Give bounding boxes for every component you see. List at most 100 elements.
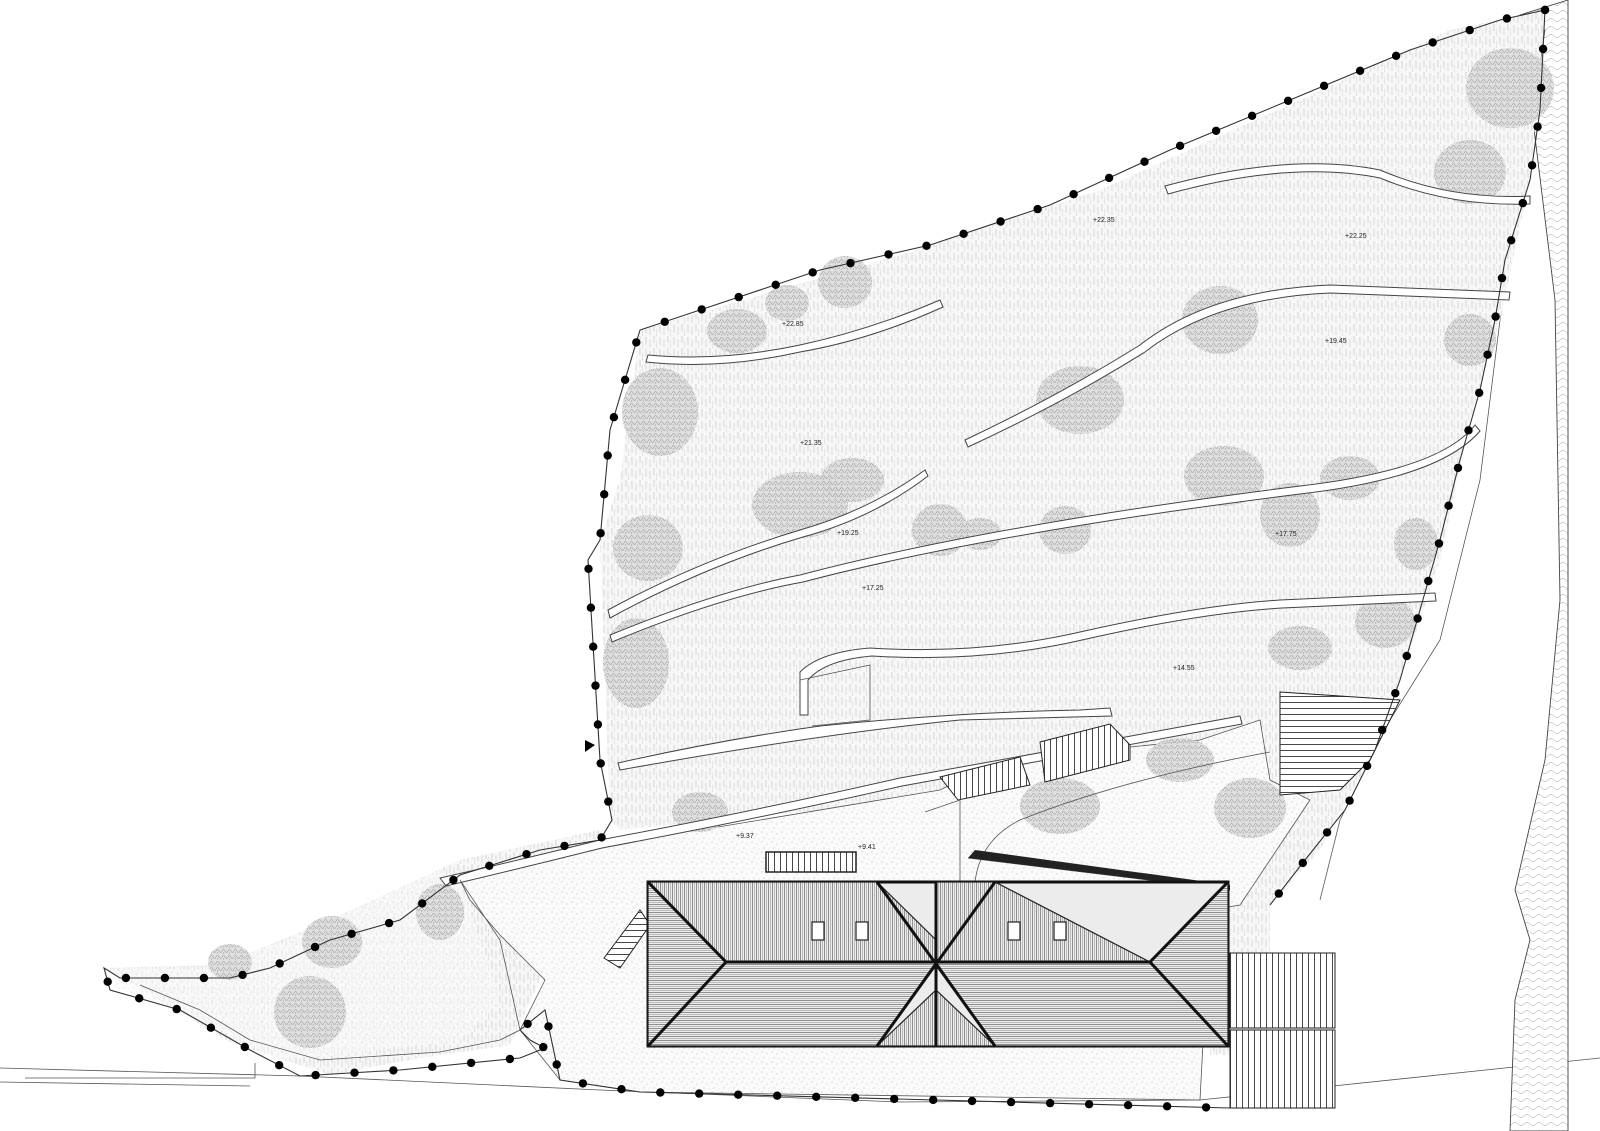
tree — [208, 944, 252, 980]
fence-post — [846, 258, 855, 268]
fence-post — [103, 977, 112, 986]
fence-post — [596, 759, 605, 768]
terrace-wall — [617, 707, 1113, 771]
fence-post — [660, 317, 669, 326]
trees — [208, 48, 1554, 1048]
fence-post — [884, 250, 893, 259]
fence-post — [347, 929, 356, 938]
elevation-label: +22.85 — [782, 321, 804, 328]
fence-post — [1378, 725, 1387, 735]
fence-post — [240, 1042, 249, 1052]
fence-post — [1069, 190, 1078, 199]
fence-post — [466, 1058, 476, 1068]
fence-post — [1391, 689, 1400, 698]
fence-post — [275, 1061, 284, 1070]
fence-post — [350, 1068, 359, 1077]
fence-post — [485, 861, 494, 870]
fence-post — [584, 564, 593, 573]
tree — [603, 618, 669, 708]
fence-post — [1464, 426, 1473, 435]
skylight — [1007, 921, 1021, 941]
terrace-wall — [645, 299, 944, 365]
fence-posts — [103, 5, 1550, 1112]
tree — [274, 976, 346, 1048]
stair — [1039, 723, 1131, 783]
terrace-wall — [964, 284, 1511, 448]
fence-post — [734, 292, 743, 302]
skylight — [855, 921, 869, 941]
fence-post — [632, 338, 641, 347]
fence-post — [206, 1023, 216, 1032]
fence-post — [523, 1019, 532, 1029]
fence-post — [695, 1089, 704, 1098]
elevation-label: +9.41 — [858, 844, 876, 851]
fence-post — [1402, 651, 1412, 661]
terrace-wall — [607, 469, 929, 619]
tree — [1184, 446, 1264, 506]
fence-post — [172, 1004, 181, 1014]
elevation-label: +19.25 — [837, 530, 859, 537]
fence-post — [135, 994, 144, 1003]
tree — [1020, 778, 1100, 834]
fence-post — [771, 280, 780, 289]
fence-post — [544, 1022, 553, 1031]
fence-post — [389, 1066, 398, 1075]
fence-post — [996, 217, 1005, 226]
elevation-labels: +22.35 +22.25 +22.85 +19.45 +21.35 +19.2… — [736, 217, 1367, 851]
fence-post — [310, 942, 320, 952]
fence-post — [1475, 388, 1484, 397]
stair — [765, 851, 857, 873]
stair — [1229, 952, 1336, 1029]
fence-post — [586, 603, 596, 612]
fence-post — [604, 797, 613, 806]
fence-post — [1084, 1100, 1094, 1109]
fence-post — [1104, 173, 1114, 183]
stairs — [603, 691, 1401, 1109]
fence-post — [1006, 1097, 1016, 1107]
fence-post — [121, 973, 131, 983]
fence-post — [1444, 501, 1453, 510]
terrace-walls — [439, 163, 1531, 887]
fence-post — [1518, 198, 1528, 208]
fence-post — [1319, 81, 1329, 91]
fence-post — [1540, 5, 1550, 15]
fence-post — [160, 973, 170, 983]
fence-post — [1413, 614, 1422, 623]
fence-post — [1434, 539, 1444, 548]
fence-post — [1175, 141, 1185, 150]
stair — [939, 756, 1031, 801]
fence-post — [428, 1062, 437, 1072]
terrace-wall — [1164, 163, 1531, 205]
tree — [707, 309, 767, 353]
fence-post — [597, 833, 606, 842]
elevation-label: +22.35 — [1093, 217, 1115, 224]
elevation-label: +9.37 — [736, 833, 754, 840]
fence-post — [311, 1070, 320, 1080]
fence-post — [593, 720, 603, 729]
fence-post — [1483, 350, 1492, 359]
fence-post — [1247, 111, 1257, 121]
fence-post — [773, 1091, 782, 1100]
elevation-label: +19.45 — [1325, 338, 1347, 345]
fence-post — [1274, 889, 1284, 898]
skylight — [811, 921, 825, 941]
fence-post — [656, 1088, 665, 1097]
tree — [1355, 596, 1415, 648]
fence-post — [522, 850, 531, 859]
fence-post — [1453, 463, 1463, 473]
fence-post — [922, 241, 931, 250]
fence-post — [1536, 83, 1546, 93]
elevation-label: +17.75 — [1275, 531, 1297, 538]
fence-post — [617, 1085, 626, 1094]
tree — [1394, 518, 1438, 570]
fence-post — [600, 490, 609, 499]
stair — [1279, 691, 1401, 796]
fence-post — [1322, 828, 1332, 837]
fence-post — [697, 305, 706, 314]
tree — [613, 515, 683, 581]
fence-post — [418, 899, 427, 908]
fence-post — [1491, 312, 1500, 321]
tree — [622, 368, 698, 456]
fence-post — [578, 1079, 588, 1088]
fence-post — [1465, 25, 1474, 35]
